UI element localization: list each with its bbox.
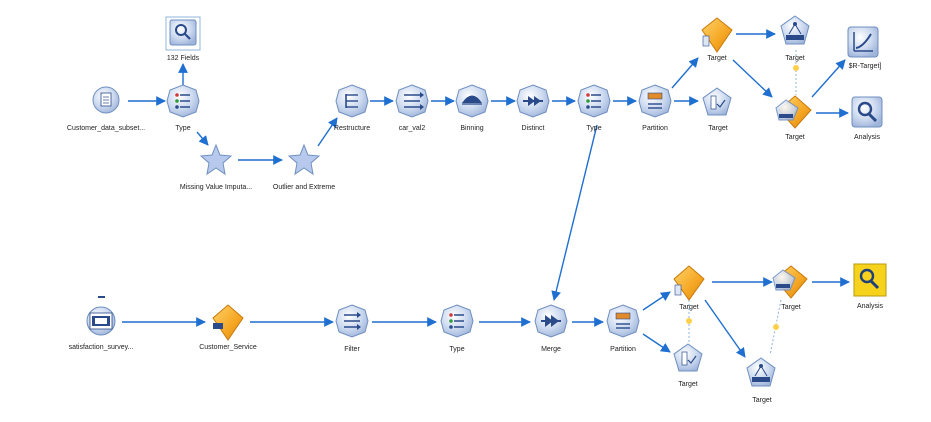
label-r-target: $R-Target] bbox=[849, 63, 882, 70]
label-merge: Merge bbox=[541, 346, 561, 353]
label-filter: Filter bbox=[344, 346, 360, 353]
magnifier-icon bbox=[859, 268, 880, 290]
label-outlier: Outlier and Extreme bbox=[273, 184, 335, 191]
node-type-3[interactable]: Type bbox=[440, 304, 474, 353]
type-icon bbox=[586, 93, 601, 109]
label-target-chaid-model-2: Target bbox=[781, 304, 801, 311]
label-target-pentagon-1: Target bbox=[708, 125, 728, 132]
dash-dot-3 bbox=[773, 324, 779, 330]
label-restructure: Restructure bbox=[334, 125, 370, 132]
label-132-fields: 132 Fields bbox=[167, 55, 200, 62]
filter-icon bbox=[344, 312, 361, 330]
label-car-val2: car_val2 bbox=[399, 125, 426, 132]
label-target-model-2: Target bbox=[679, 304, 699, 311]
link-targetcm1-rtarget[interactable] bbox=[811, 59, 846, 98]
node-binning[interactable]: Binning bbox=[455, 84, 489, 132]
label-target-chaid-2: Target bbox=[752, 397, 772, 404]
model-nugget-icon bbox=[701, 17, 733, 53]
label-target-model-1: Target bbox=[707, 55, 727, 62]
star-icon bbox=[287, 143, 321, 176]
node-customer-data[interactable]: Customer_data_subset... bbox=[67, 86, 145, 132]
node-target-chaid-model-1[interactable]: Target bbox=[775, 95, 812, 141]
model-nugget-icon bbox=[673, 265, 705, 301]
node-customer-service[interactable]: Customer_Service bbox=[199, 304, 257, 351]
file-icon bbox=[100, 92, 112, 107]
node-partition-2[interactable]: Partition bbox=[606, 304, 640, 353]
node-132-fields[interactable]: 132 Fields bbox=[165, 16, 201, 62]
chart-icon bbox=[853, 32, 873, 52]
label-analysis-1: Analysis bbox=[854, 134, 881, 141]
type-icon bbox=[449, 313, 464, 329]
target-icon bbox=[681, 351, 697, 366]
link-partition1-targetm1[interactable] bbox=[671, 57, 699, 89]
node-partition-1[interactable]: Partition bbox=[638, 84, 672, 132]
node-car-val2[interactable]: car_val2 bbox=[395, 84, 429, 132]
node-r-target[interactable]: $R-Target] bbox=[847, 26, 882, 70]
label-customer-data: Customer_data_subset... bbox=[67, 125, 145, 132]
node-survey[interactable]: satisfaction_survey... bbox=[69, 296, 134, 351]
derive-icon bbox=[404, 92, 424, 110]
link-partition2-targetp2[interactable] bbox=[642, 333, 671, 353]
label-partition-1: Partition bbox=[642, 125, 668, 132]
partition-icon bbox=[615, 312, 631, 329]
dash-dot-2 bbox=[686, 318, 692, 324]
node-filter[interactable]: Filter bbox=[335, 304, 369, 353]
chaid-tree-icon bbox=[752, 364, 770, 382]
node-analysis-2[interactable]: Analysis bbox=[853, 263, 887, 310]
link-outlier-restructure[interactable] bbox=[317, 117, 338, 147]
link-targetm1-targetcm1[interactable] bbox=[732, 59, 773, 98]
node-distinct[interactable]: Distinct bbox=[516, 84, 550, 132]
type-icon bbox=[175, 93, 190, 109]
label-survey: satisfaction_survey... bbox=[69, 344, 134, 351]
node-outlier[interactable]: Outlier and Extreme bbox=[273, 143, 335, 191]
chaid-tree-icon bbox=[786, 22, 804, 40]
star-icon bbox=[199, 143, 233, 176]
node-target-model-1[interactable]: Target bbox=[701, 17, 733, 62]
binning-icon bbox=[462, 95, 482, 105]
links bbox=[122, 29, 850, 358]
node-target-model-2[interactable]: Target bbox=[673, 265, 705, 311]
label-target-chaid-1: Target bbox=[785, 55, 805, 62]
node-restructure[interactable]: Restructure bbox=[334, 84, 370, 132]
label-type-1: Type bbox=[175, 125, 190, 132]
node-type-1[interactable]: Type bbox=[166, 84, 200, 132]
magnifier-icon bbox=[175, 24, 191, 40]
magnifier-icon bbox=[857, 101, 878, 123]
distinct-icon bbox=[523, 96, 543, 106]
label-type-2: Type bbox=[586, 125, 601, 132]
label-distinct: Distinct bbox=[522, 125, 545, 132]
link-targetm2-targetc2[interactable] bbox=[704, 299, 746, 358]
node-missing-value[interactable]: Missing Value Imputa... bbox=[180, 143, 252, 191]
node-analysis-1[interactable]: Analysis bbox=[851, 96, 883, 141]
label-customer-service: Customer_Service bbox=[199, 344, 257, 351]
label-type-3: Type bbox=[449, 346, 464, 353]
node-target-chaid-2[interactable]: Target bbox=[746, 357, 776, 404]
label-missing-value: Missing Value Imputa... bbox=[180, 184, 252, 191]
label-target-chaid-model-1: Target bbox=[785, 134, 805, 141]
partition-icon bbox=[647, 92, 663, 109]
node-target-chaid-1[interactable]: Target bbox=[780, 15, 810, 62]
merge-icon bbox=[541, 315, 561, 327]
model-nugget-icon bbox=[212, 304, 244, 341]
spss-file-icon bbox=[89, 312, 113, 330]
node-merge[interactable]: Merge bbox=[534, 304, 568, 353]
restructure-icon bbox=[345, 94, 358, 108]
label-binning: Binning bbox=[460, 125, 483, 132]
label-analysis-2: Analysis bbox=[857, 303, 884, 310]
node-type-2[interactable]: Type bbox=[577, 84, 611, 132]
link-type2-merge[interactable] bbox=[551, 124, 598, 301]
label-partition-2: Partition bbox=[610, 346, 636, 353]
node-target-chaid-model-2[interactable]: Target bbox=[772, 265, 808, 311]
link-type-missing[interactable] bbox=[196, 131, 209, 146]
node-target-pentagon-2[interactable]: Target bbox=[673, 343, 703, 388]
label-target-pentagon-2: Target bbox=[678, 381, 698, 388]
target-icon bbox=[710, 95, 726, 110]
dash-dot-1 bbox=[793, 65, 799, 71]
link-partition2-targetm2[interactable] bbox=[642, 291, 671, 311]
node-target-pentagon-1[interactable]: Target bbox=[702, 87, 732, 132]
